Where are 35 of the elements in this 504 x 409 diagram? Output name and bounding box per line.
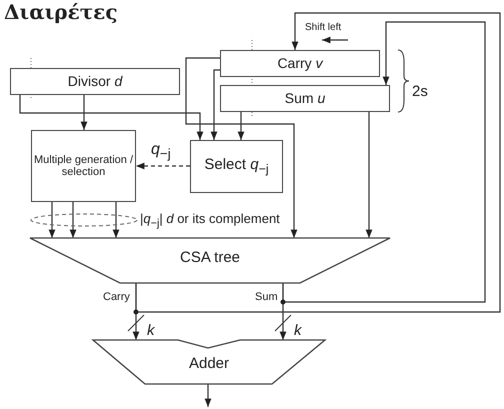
edge-label: Sum: [254, 292, 279, 303]
arrow: [80, 95, 88, 130]
arrow: [70, 202, 76, 238]
node-label: Select q$_{−j}$: [204, 156, 269, 176]
node-label: Divisor d: [68, 74, 122, 90]
text-label: 2s: [412, 84, 428, 99]
arrow: [48, 202, 56, 238]
arrow: [19, 95, 204, 140]
process-box: [190, 140, 283, 193]
bus-width-label: k: [147, 323, 154, 338]
node-label: Multiple generation / selection: [32, 154, 134, 178]
node-label: CSA tree: [180, 250, 240, 266]
arrow: [185, 57, 298, 238]
dashed-arrow: [136, 162, 190, 170]
arrow: [282, 21, 486, 303]
register-box: [10, 68, 180, 95]
edge-label: Carry: [102, 292, 131, 303]
register-box: [220, 85, 390, 112]
arrow: [112, 202, 120, 238]
text-label: |q$_{−j}$| d or its complement: [140, 212, 280, 230]
arrow: [238, 112, 244, 140]
text-label: Shift left: [305, 23, 342, 33]
arrow: [135, 12, 501, 313]
bus-width-label: k: [294, 323, 302, 338]
register-box: [220, 50, 380, 77]
process-box: [31, 130, 136, 202]
dashed-ellipse: [30, 213, 138, 227]
title: Διαιρέτες: [4, 2, 118, 22]
arrow: [366, 112, 372, 238]
arrow: [210, 69, 220, 140]
node-label: Carry v: [277, 56, 323, 72]
node-label: Adder: [188, 356, 230, 372]
edge-label: q$_{−j}$: [150, 142, 172, 161]
node-label: Sum u: [284, 90, 326, 106]
arrow: [204, 384, 212, 407]
